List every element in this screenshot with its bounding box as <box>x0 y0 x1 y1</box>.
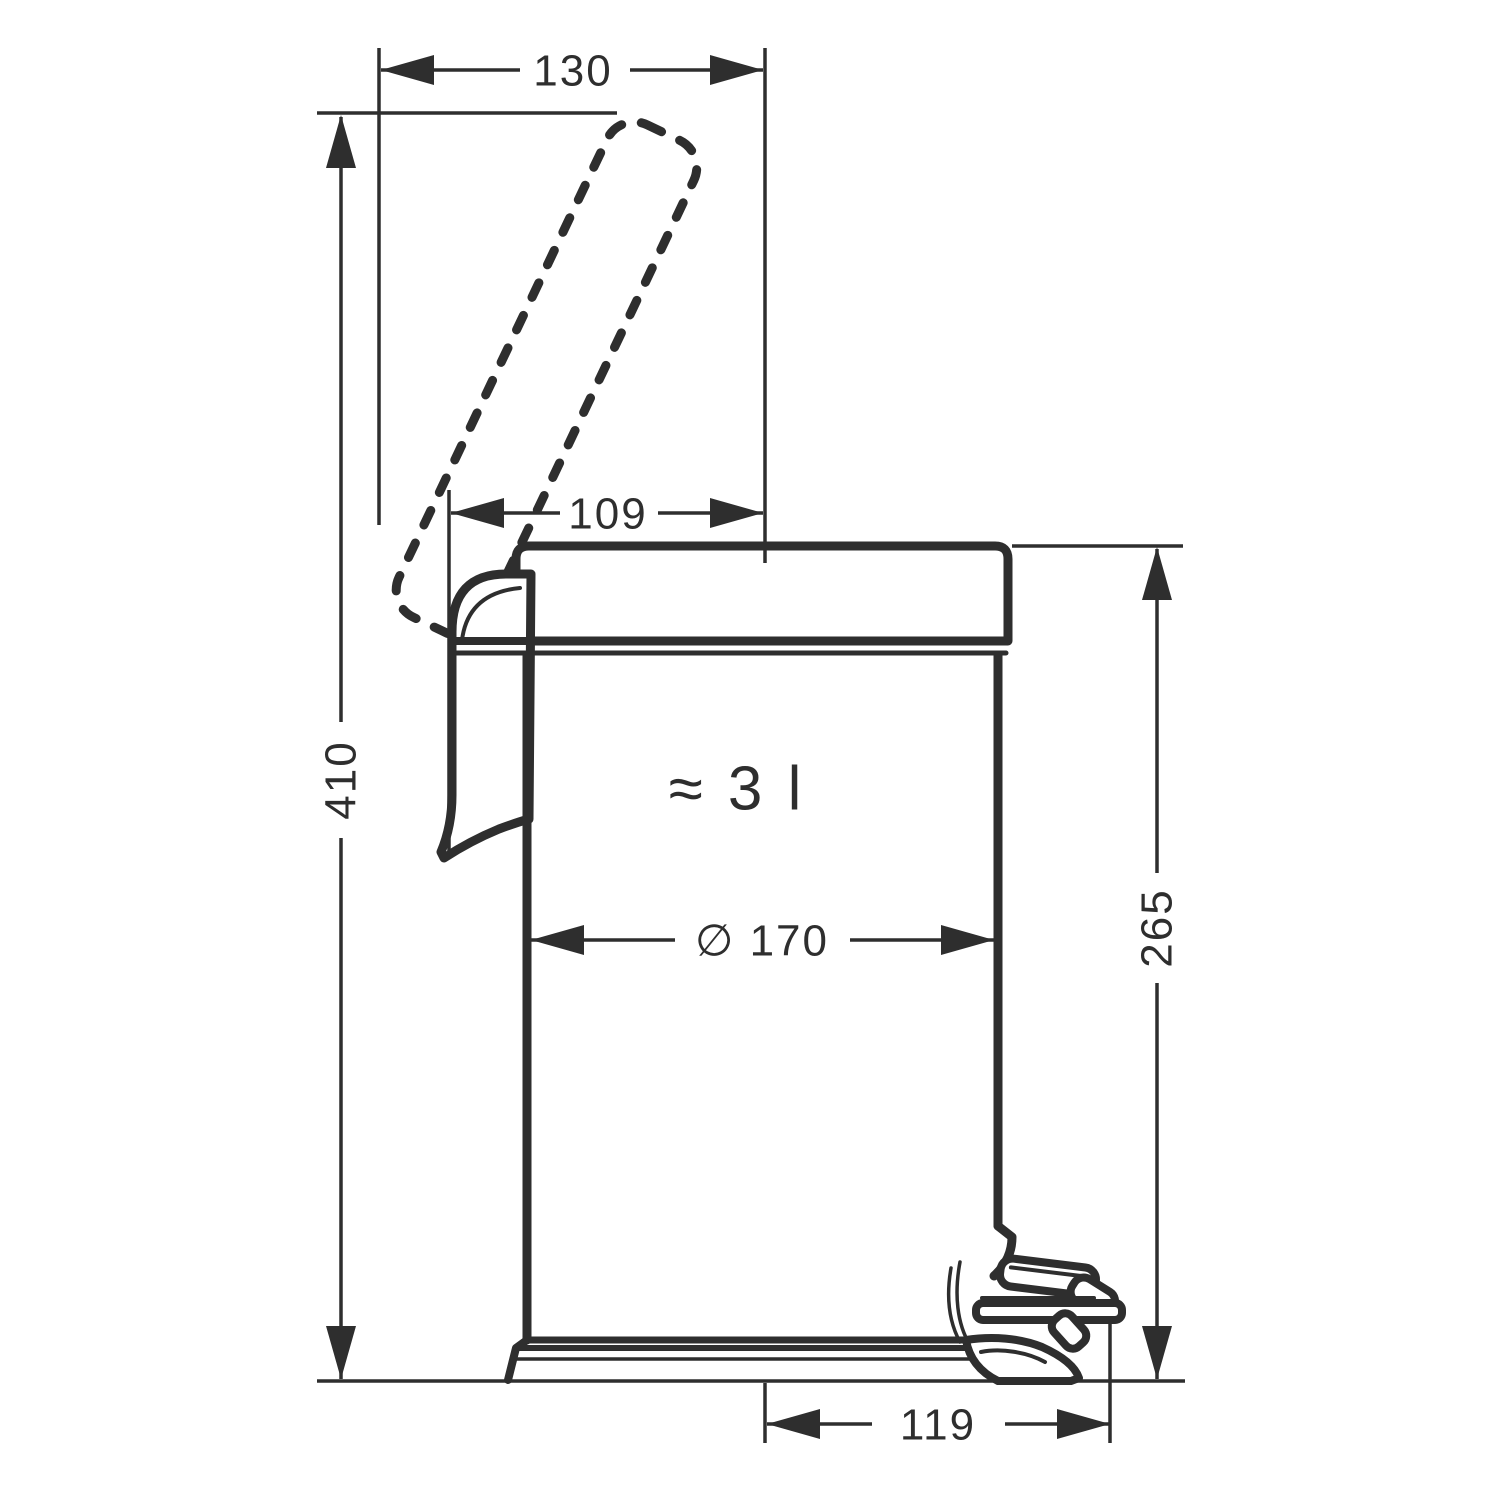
pedal-pad-inner-line <box>1008 1265 1089 1279</box>
arrowhead-left <box>767 1409 820 1439</box>
dimension-label-130: 130 <box>533 47 612 96</box>
arrowhead-right <box>710 55 763 85</box>
closed-lid-outline <box>511 541 1013 646</box>
dimension-top-width: 130 <box>377 47 767 563</box>
dimension-label-265: 265 <box>1133 888 1182 967</box>
dimension-body-height: 265 <box>1012 544 1183 1379</box>
dimension-label-109: 109 <box>568 490 647 539</box>
open-lid-phantom-rect <box>391 117 702 641</box>
dimension-label-410: 410 <box>317 740 366 819</box>
pedal-inner-curve-2 <box>946 1266 962 1344</box>
arrowhead-left <box>381 55 434 85</box>
hinge-cover-inner-line <box>460 586 522 642</box>
pedal-foot-inner-line <box>979 1348 1047 1364</box>
dimension-pedal-depth: 119 <box>763 1318 1112 1450</box>
arrowhead-up <box>326 115 356 168</box>
arrowhead-left <box>451 498 504 528</box>
dimension-label-diameter: ∅ 170 <box>695 917 829 966</box>
pedal-bar <box>972 1299 1126 1324</box>
pedal-link <box>1047 1309 1091 1353</box>
dimension-label-119: 119 <box>900 1401 976 1450</box>
arrowhead-up <box>1142 547 1172 600</box>
pedal-assembly <box>946 1221 1126 1385</box>
hinge-cover <box>436 569 536 863</box>
capacity-label: ≈ 3 l <box>669 755 806 824</box>
arrowhead-left <box>531 925 584 955</box>
open-lid-dashed-outline <box>391 117 702 641</box>
pedal-link-group <box>1047 1309 1091 1353</box>
bin-outline <box>436 541 1023 1384</box>
pedal-inner-curve-1 <box>955 1260 972 1347</box>
arrowhead-down <box>326 1326 356 1379</box>
arrowhead-right <box>941 925 994 955</box>
arrowhead-right <box>1057 1409 1110 1439</box>
arrowhead-right <box>710 498 763 528</box>
arrowhead-down <box>1142 1326 1172 1379</box>
dimension-diameter: ∅ 170 <box>531 917 994 966</box>
dimension-lid-depth: 109 <box>447 490 763 858</box>
dimension-total-height: 410 <box>317 111 617 1379</box>
